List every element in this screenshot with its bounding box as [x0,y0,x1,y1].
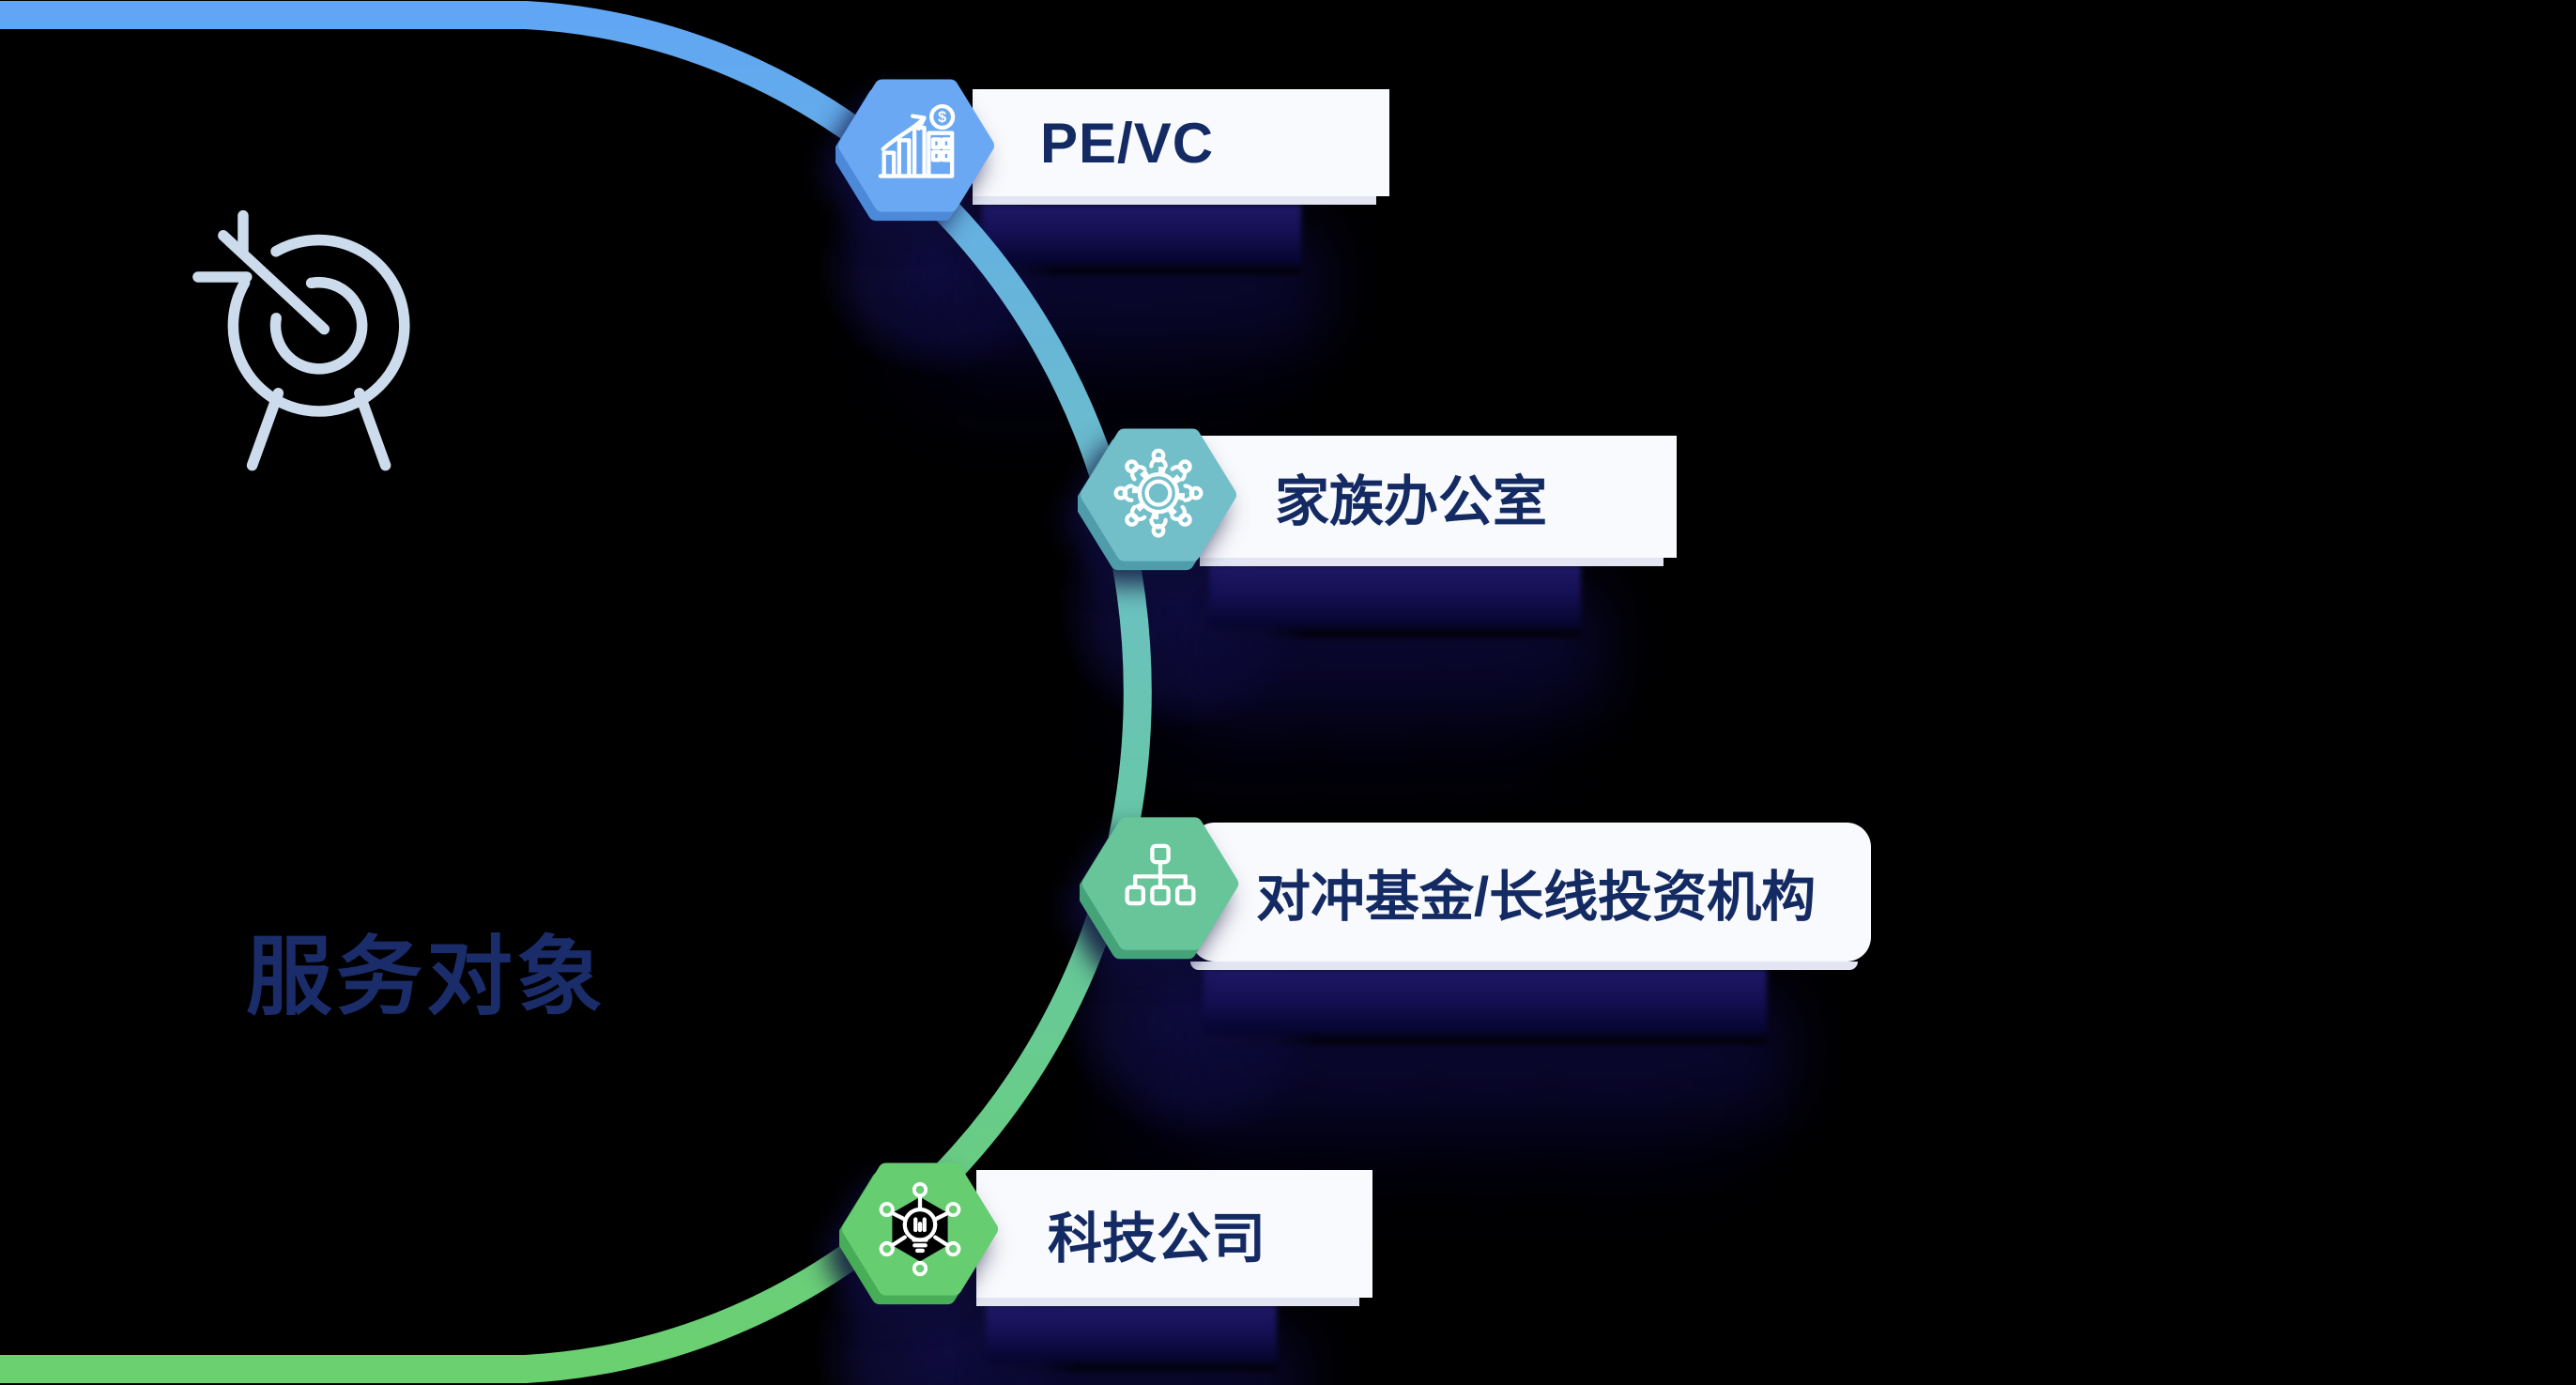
card-shadow [982,205,1301,274]
target-icon [192,208,427,484]
label-card: 科技公司 [976,1170,1372,1306]
growth-chart-building-icon: $ [878,103,956,178]
label-card: 对冲基金/长线投资机构 [1190,823,1871,970]
org-chart-icon [1125,843,1196,906]
hex-badge [836,1153,1001,1312]
card-shadow [1209,565,1581,637]
item-label: 家族办公室 [1275,471,1548,532]
hex-badge: $ [832,69,997,228]
card-shadow [1204,969,1767,1044]
label-card: PE/VC [973,89,1389,205]
page-title: 服务对象 [246,930,607,1025]
hex-badge [1074,419,1239,577]
hex-badge [1076,806,1241,968]
svg-text:$: $ [938,109,946,126]
innovation-network-icon [879,1181,961,1277]
item-label: 科技公司 [1048,1208,1266,1270]
item-label: PE/VC [1040,111,1215,175]
label-card: 家族办公室 [1200,436,1677,566]
item-label: 对冲基金/长线投资机构 [1256,867,1817,928]
card-shadow [986,1305,1277,1371]
